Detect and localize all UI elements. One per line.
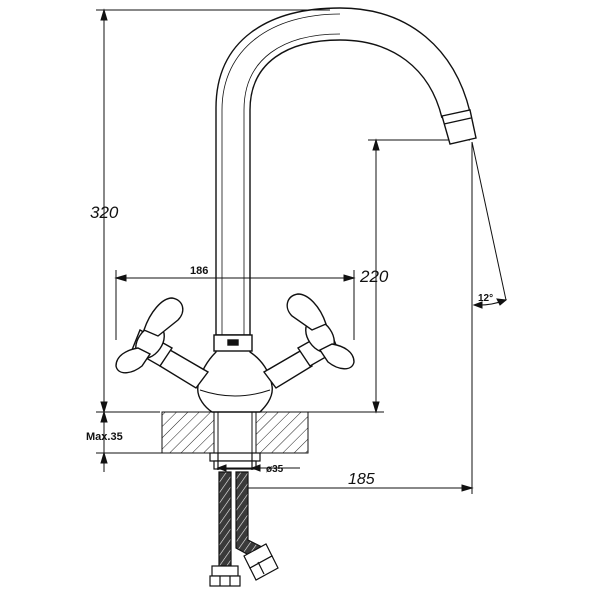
countertop-section [161, 411, 309, 454]
spout-height-label: 220 [359, 267, 389, 286]
spout-angle-label: 12° [478, 293, 493, 304]
mount-thickness-dimension [96, 410, 165, 472]
total-height-label: 320 [90, 203, 119, 222]
right-handle [262, 293, 355, 389]
aerator [441, 109, 477, 145]
spout-reach-label: 185 [348, 471, 375, 488]
faucet-body [197, 334, 273, 413]
left-handle [115, 297, 210, 389]
spout-height-dimension [300, 138, 470, 414]
hose-fittings [209, 543, 279, 587]
hole-diameter-label: ø35 [266, 464, 284, 475]
total-height-dimension [96, 8, 330, 414]
spout [215, 7, 471, 335]
spout-reach-dimension [236, 142, 474, 494]
handle-span-dimension [114, 270, 356, 340]
mounting-shank [209, 452, 261, 470]
hole-diameter-dimension [216, 464, 300, 472]
handle-span-label: 186 [190, 265, 208, 277]
spout-angle-dimension [471, 141, 508, 309]
mount-thickness-label: Max.35 [86, 431, 123, 443]
